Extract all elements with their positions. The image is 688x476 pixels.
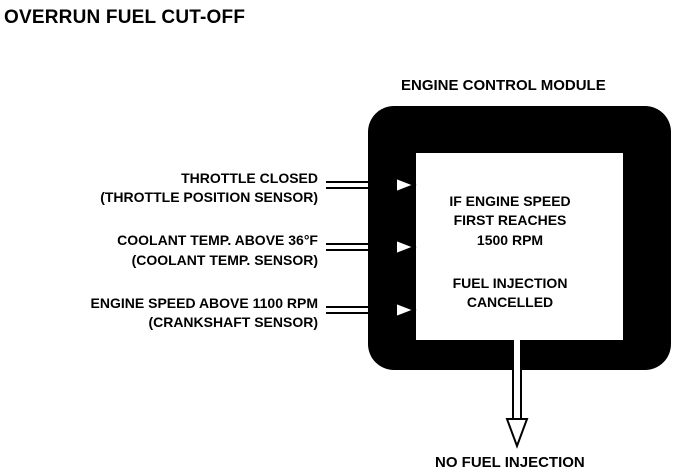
input-sensor-throttle: (THROTTLE POSITION SENSOR) xyxy=(100,189,318,205)
condition-line-2: FIRST REACHES xyxy=(453,212,567,228)
ecm-inner-panel xyxy=(416,153,623,340)
result-line-2: CANCELLED xyxy=(466,294,554,310)
input-label-coolant: COOLANT TEMP. ABOVE 36°F xyxy=(117,232,318,248)
input-sensor-coolant: (COOLANT TEMP. SENSOR) xyxy=(131,252,318,268)
module-label: ENGINE CONTROL MODULE xyxy=(401,77,606,94)
input-sensor-crankshaft: (CRANKSHAFT SENSOR) xyxy=(148,314,318,330)
output-label: NO FUEL INJECTION xyxy=(435,454,585,471)
diagram-title: OVERRUN FUEL CUT-OFF xyxy=(4,7,246,28)
input-arrow-coolant xyxy=(326,238,417,256)
condition-line-1: IF ENGINE SPEED xyxy=(449,193,571,209)
result-line-1: FUEL INJECTION xyxy=(452,275,568,291)
condition-line-3: 1500 RPM xyxy=(476,232,544,248)
output-arrow xyxy=(505,336,529,449)
input-arrow-engine-speed xyxy=(326,301,417,319)
input-label-throttle: THROTTLE CLOSED xyxy=(181,170,318,186)
input-label-engine-speed: ENGINE SPEED ABOVE 1100 RPM xyxy=(90,295,318,311)
input-arrow-throttle xyxy=(326,176,417,194)
